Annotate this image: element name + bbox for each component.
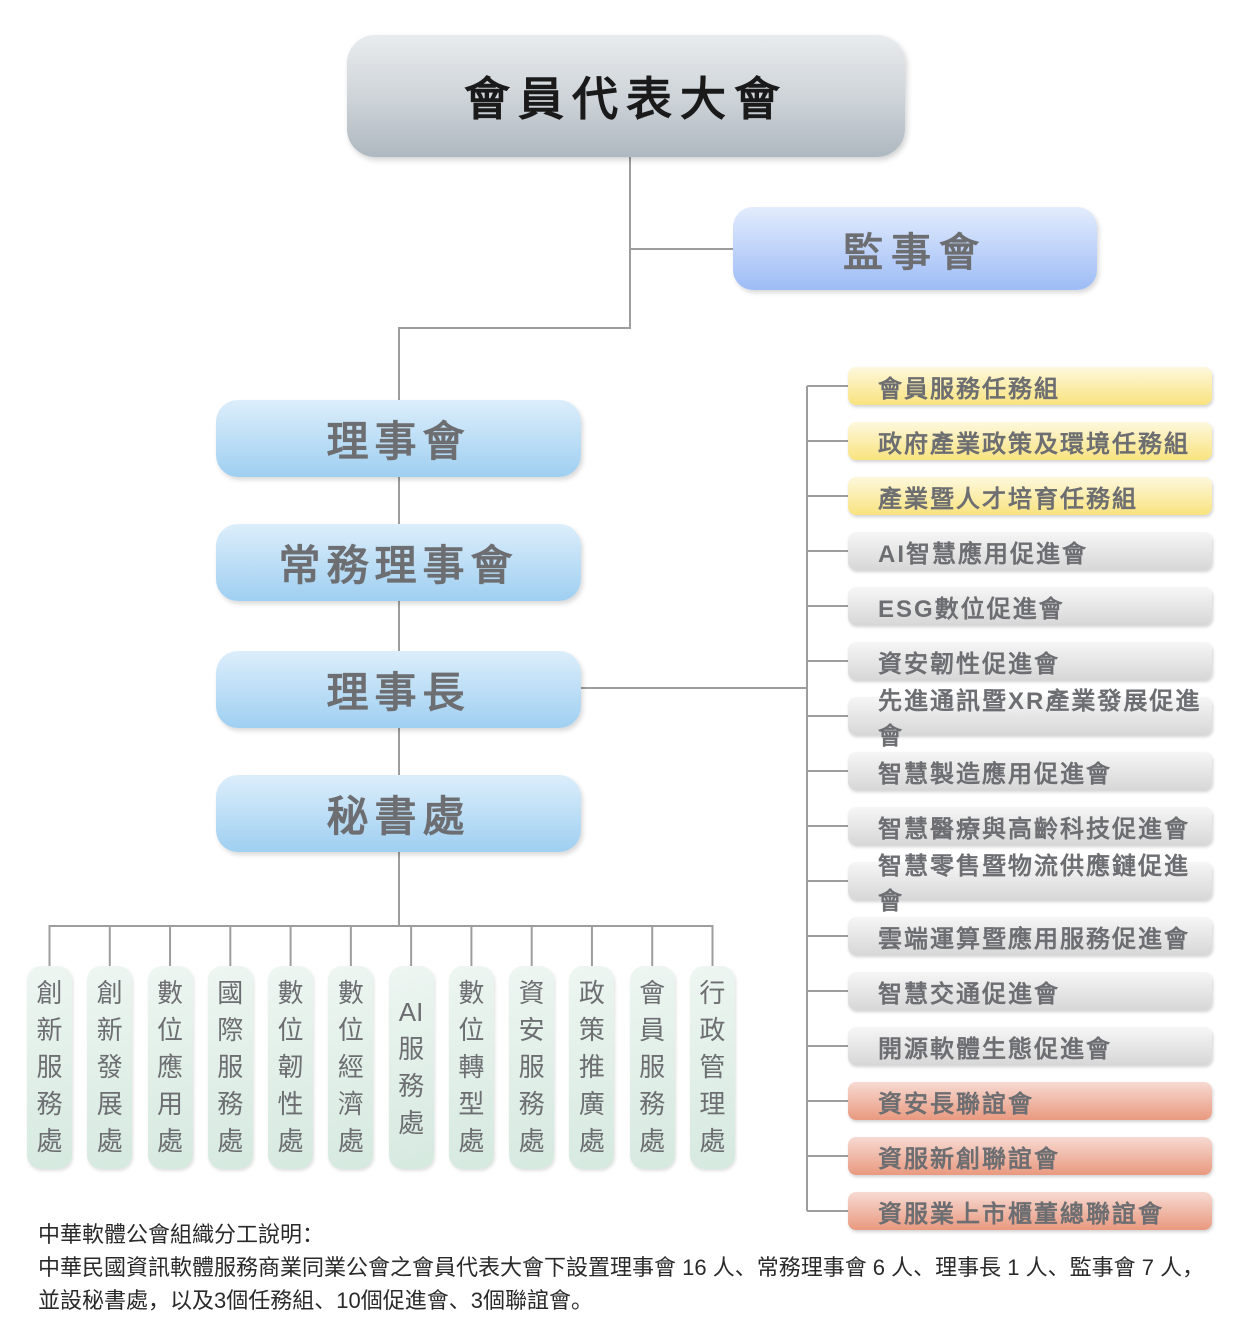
node-label: 開源軟體生態促進會 [878,1035,1112,1063]
node-department: 數 位 經 濟 處 [328,966,374,1169]
footer-line: 中華民國資訊軟體服務商業同業公會之會員代表大會下設置理事會 16 人、常務理事會… [38,1255,1205,1280]
node-label: 數 位 韌 性 處 [277,978,304,1156]
right-panel: 會員服務任務組政府產業政策及環境任務組產業暨人才培育任務組 AI智慧應用促進會 ES… [848,367,1212,1230]
node-label: 理事長 [326,669,471,716]
node-label: 理事會 [326,418,471,465]
node-label: 會 員 服 務 處 [639,978,666,1156]
node-label: 資服業上市櫃董總聯誼會 [878,1200,1164,1228]
node-label: 創 新 發 展 處 [96,978,123,1156]
node-label: 智慧醫療與高齡科技促進會 [878,815,1190,843]
node-member-assembly: 會員代表大會 [347,35,905,157]
node-label: 國 際 服 務 處 [217,978,244,1156]
node-supervisory-board: 監事會 [733,207,1097,290]
node-label: 數 位 應 用 處 [157,978,184,1156]
footer-note: 中華軟體公會組織分工說明： 中華民國資訊軟體服務商業同業公會之會員代表大會下設置… [38,1218,1243,1317]
node-label: 資安長聯誼會 [878,1090,1034,1118]
node-label: 資安韌性促進會 [878,650,1060,678]
node-label: 雲端運算暨應用服務促進會 [878,925,1190,953]
node-department: 政 策 推 廣 處 [569,966,615,1169]
node-label: 智慧製造應用促進會 [878,760,1112,788]
node-department: 資 安 服 務 處 [509,966,555,1169]
node-label: 智慧零售暨物流供應鏈促進會 [878,853,1190,915]
node-promotion: 智慧製造應用促進會 [848,752,1212,790]
node-promotion: ESG數位促進會 [848,587,1212,625]
node-label: 智慧交通促進會 [878,980,1060,1008]
node-fellowship: 資服新創聯誼會 [848,1137,1212,1175]
department-row: 創 新 服 務 處 創 新 發 展 處 數 位 應 用 處 國 際 服 務 處 數 位 … [27,966,735,1169]
node-label: 產業暨人才培育任務組 [878,485,1138,513]
node-label: 資服新創聯誼會 [878,1145,1060,1173]
node-department: 國 際 服 務 處 [207,966,253,1169]
node-label: ESG數位促進會 [878,595,1065,623]
node-label: 數 位 轉 型 處 [458,978,485,1156]
node-promotion: 雲端運算暨應用服務促進會 [848,917,1212,955]
node-label: 數 位 經 濟 處 [337,978,364,1156]
node-department: 創 新 發 展 處 [87,966,133,1169]
node-label: 常務理事會 [278,542,519,589]
node-promotion: 資安韌性促進會 [848,642,1212,680]
node-promotion: 智慧交通促進會 [848,972,1212,1010]
node-department: 數 位 轉 型 處 [448,966,494,1169]
node-board-of-directors: 理事會 [216,400,581,477]
node-label: 先進通訊暨XR產業發展促進會 [878,688,1202,750]
footer-line: 中華軟體公會組織分工說明： [38,1222,325,1247]
node-fellowship: 資安長聯誼會 [848,1082,1212,1120]
node-department: 數 位 韌 性 處 [268,966,314,1169]
node-promotion: 智慧零售暨物流供應鏈促進會 [848,853,1212,915]
node-label: 監事會 [843,230,987,275]
node-label: 政 策 推 廣 處 [578,978,605,1156]
node-secretariat: 秘書處 [216,775,581,852]
node-chairman: 理事長 [216,651,581,728]
node-department: 行 政 管 理 處 [689,966,735,1169]
node-label: 資 安 服 務 處 [518,978,545,1156]
node-label: 創 新 服 務 處 [36,978,63,1156]
node-promotion: 智慧醫療與高齡科技促進會 [848,807,1212,845]
node-label: 會員代表大會 [464,73,788,125]
node-label: 秘書處 [326,793,471,840]
node-task: 會員服務任務組 [848,367,1212,405]
node-task: 產業暨人才培育任務組 [848,477,1212,515]
node-task: 政府產業政策及環境任務組 [848,422,1212,460]
node-promotion: AI智慧應用促進會 [848,532,1212,570]
node-label: AI智慧應用促進會 [878,540,1088,568]
node-department: 創 新 服 務 處 [27,966,72,1169]
node-label: AI 服 務 處 [398,996,425,1138]
node-promotion: 先進通訊暨XR產業發展促進會 [848,688,1212,750]
node-fellowship: 資服業上市櫃董總聯誼會 [848,1192,1212,1230]
node-label: 行 政 管 理 處 [699,978,726,1156]
node-promotion: 開源軟體生態促進會 [848,1027,1212,1065]
footer-line: 並設秘書處，以及3個任務組、10個促進會、3個聯誼會。 [38,1288,593,1313]
node-department: 會 員 服 務 處 [629,966,675,1169]
node-label: 政府產業政策及環境任務組 [878,430,1190,458]
node-standing-board: 常務理事會 [216,524,581,601]
node-department: 數 位 應 用 處 [147,966,193,1169]
node-label: 會員服務任務組 [878,375,1060,403]
node-department: AI 服 務 處 [388,966,434,1169]
